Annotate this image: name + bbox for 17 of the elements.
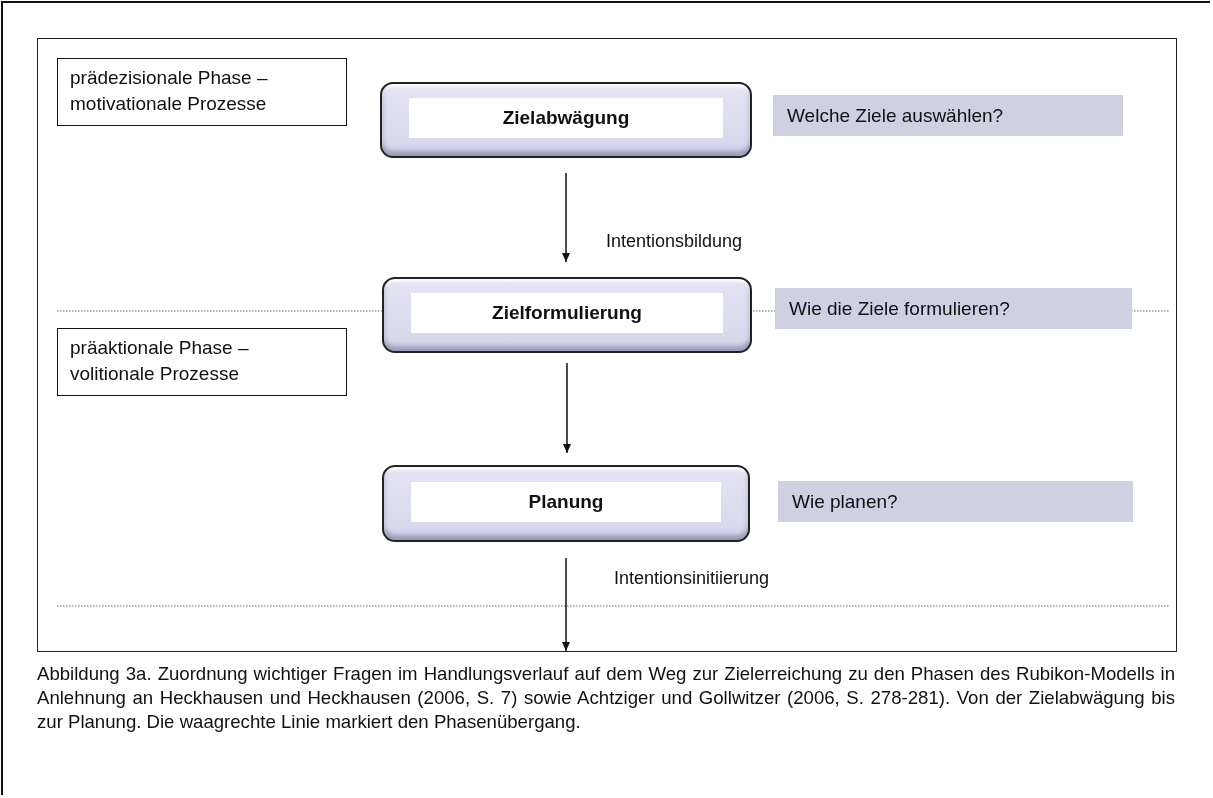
arrow [563, 362, 571, 454]
process-box [382, 465, 750, 542]
phase-label-box: präaktionale Phase – volitionale Prozesse [57, 328, 347, 396]
process-box [380, 82, 752, 158]
question-box: Wie die Ziele formulieren? [775, 288, 1132, 329]
question-box: Wie planen? [778, 481, 1133, 522]
question-box: Welche Ziele auswählen? [773, 95, 1123, 136]
phase-label-box: prädezisionale Phase – motivationale Prozesse [57, 58, 347, 126]
edge-label: Intentionsbildung [606, 231, 743, 252]
arrow [562, 557, 570, 652]
process-title: Zielformulierung [411, 293, 723, 333]
process-box [382, 277, 752, 353]
edge-label: Intentionsinitiierung [614, 568, 770, 589]
arrow [562, 172, 570, 263]
figure-caption: Abbildung 3a. Zuordnung wichtiger Fragen im Handlungsverlauf auf dem Weg zur Zielerreichung zu den Phasen des Rubikon-Modells in Anlehnung an Heckhausen und Heckhausen (2006, S. 7) sowie Achtziger und Gollwitzer (2006, S. 278-281). Von der Zielabwägung bis zur Planung. Die waagrechte Linie markiert den Phasenübergang. [37, 662, 1175, 734]
process-title: Zielabwägung [409, 98, 723, 138]
process-title: Planung [411, 481, 721, 522]
